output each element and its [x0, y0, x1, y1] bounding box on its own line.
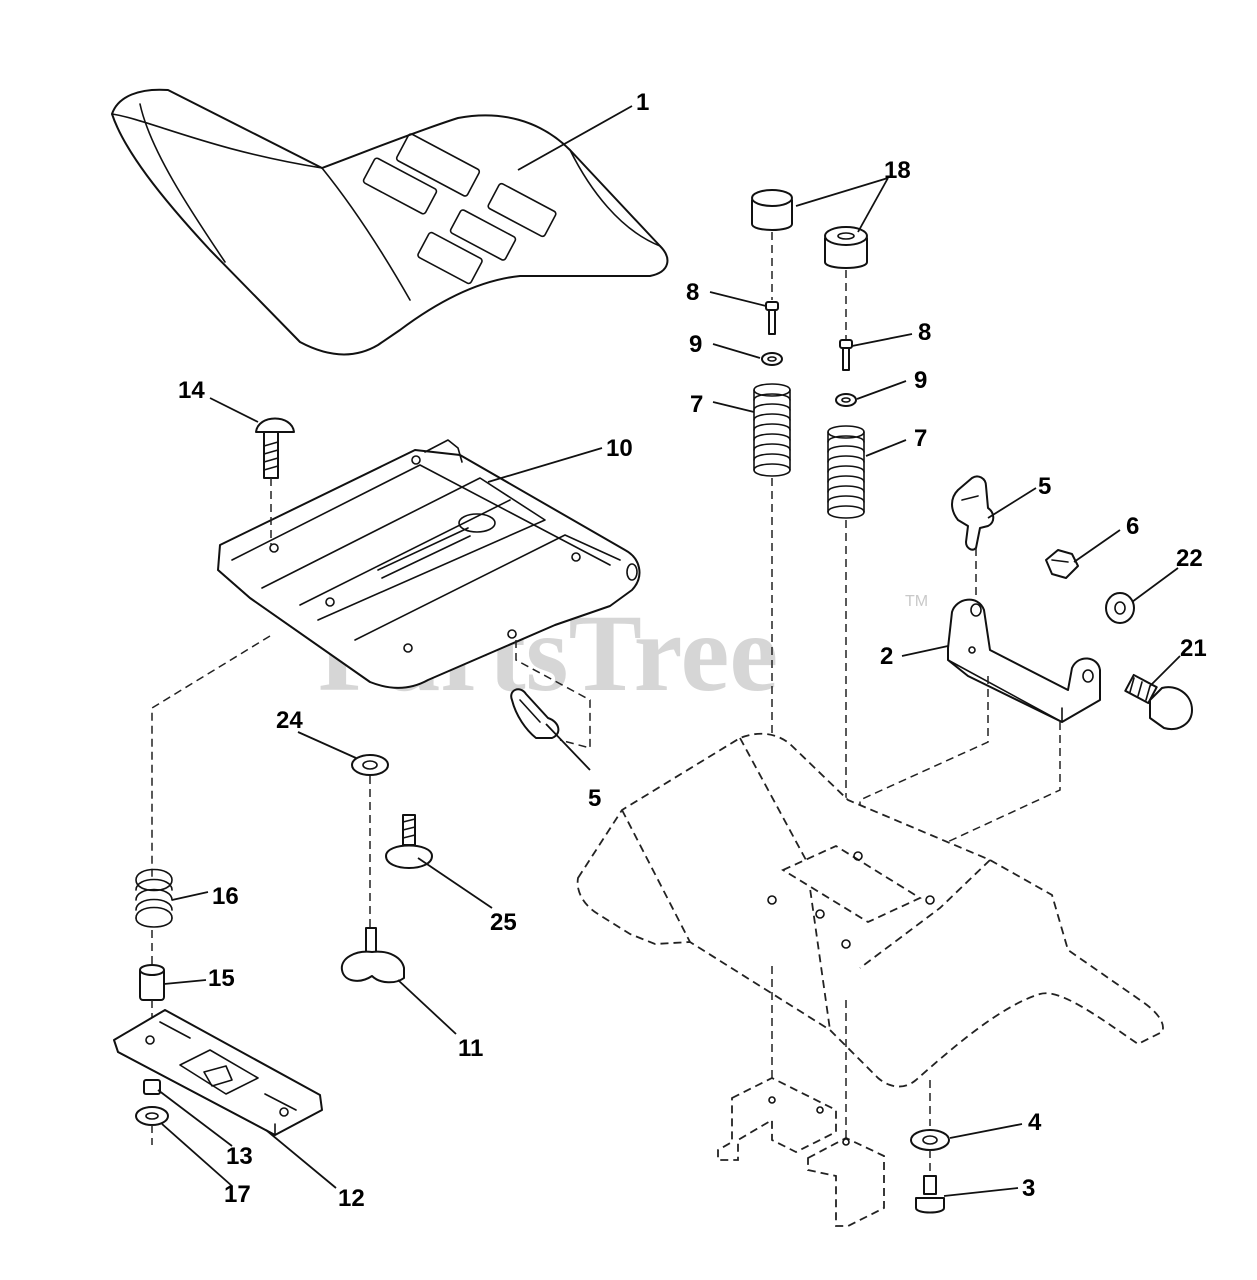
callout-24: 24 — [276, 707, 303, 734]
callout-6: 6 — [1126, 513, 1139, 540]
lower-mount-part — [717, 1076, 885, 1227]
callout-21: 21 — [1180, 635, 1207, 662]
washer-9-left-part — [761, 352, 783, 366]
washer-17-part — [135, 1106, 169, 1145]
washer-24-part — [351, 754, 389, 928]
bolt-21-part — [1124, 673, 1193, 730]
seat-part — [111, 88, 669, 356]
bumper-left-part — [751, 189, 793, 300]
bolt-25-part — [385, 814, 433, 869]
knob-upper-part — [951, 475, 995, 600]
carriage-bolt-part — [255, 417, 295, 545]
callout-25: 25 — [490, 909, 517, 936]
callout-17: 17 — [224, 1181, 251, 1208]
screw-8-right-part — [839, 339, 853, 371]
callout-5-lower: 5 — [588, 785, 601, 812]
callout-8-right: 8 — [918, 319, 931, 346]
frame-part — [576, 732, 1164, 1140]
callout-1: 1 — [636, 89, 649, 116]
callout-12: 12 — [338, 1185, 365, 1212]
callout-18: 18 — [884, 157, 911, 184]
callout-13: 13 — [226, 1143, 253, 1170]
seat-pan-part — [217, 439, 641, 689]
callout-22: 22 — [1176, 545, 1203, 572]
screw-8-left-part — [765, 301, 779, 335]
bracket-part — [859, 598, 1101, 895]
washer-4-part — [910, 1129, 950, 1176]
callout-11: 11 — [458, 1035, 483, 1062]
watermark-trademark: TM — [905, 593, 928, 610]
callout-3: 3 — [1022, 1175, 1035, 1202]
nut-6-part — [1045, 549, 1079, 579]
nut-13-part — [143, 1079, 161, 1095]
washer-9-right-part — [835, 393, 857, 407]
leader-lines — [157, 105, 1181, 1197]
knob-11-part — [340, 927, 405, 984]
callout-7-right: 7 — [914, 425, 927, 452]
callout-15: 15 — [208, 965, 235, 992]
callout-8-left: 8 — [686, 279, 699, 306]
washer-22-part — [1105, 592, 1135, 624]
callout-4: 4 — [1028, 1109, 1042, 1136]
bumper-right-part — [824, 226, 868, 340]
slide-plate-part — [113, 1009, 323, 1136]
callout-2: 2 — [880, 643, 893, 670]
callout-14: 14 — [178, 377, 205, 404]
callout-16: 16 — [212, 883, 239, 910]
callout-9-left: 9 — [689, 331, 702, 358]
callout-9-right: 9 — [914, 367, 927, 394]
callout-7-left: 7 — [690, 391, 703, 418]
callout-10: 10 — [606, 435, 633, 462]
bolt-3-part — [915, 1175, 945, 1214]
callout-5-upper: 5 — [1038, 473, 1051, 500]
spring-16-part — [135, 868, 173, 968]
